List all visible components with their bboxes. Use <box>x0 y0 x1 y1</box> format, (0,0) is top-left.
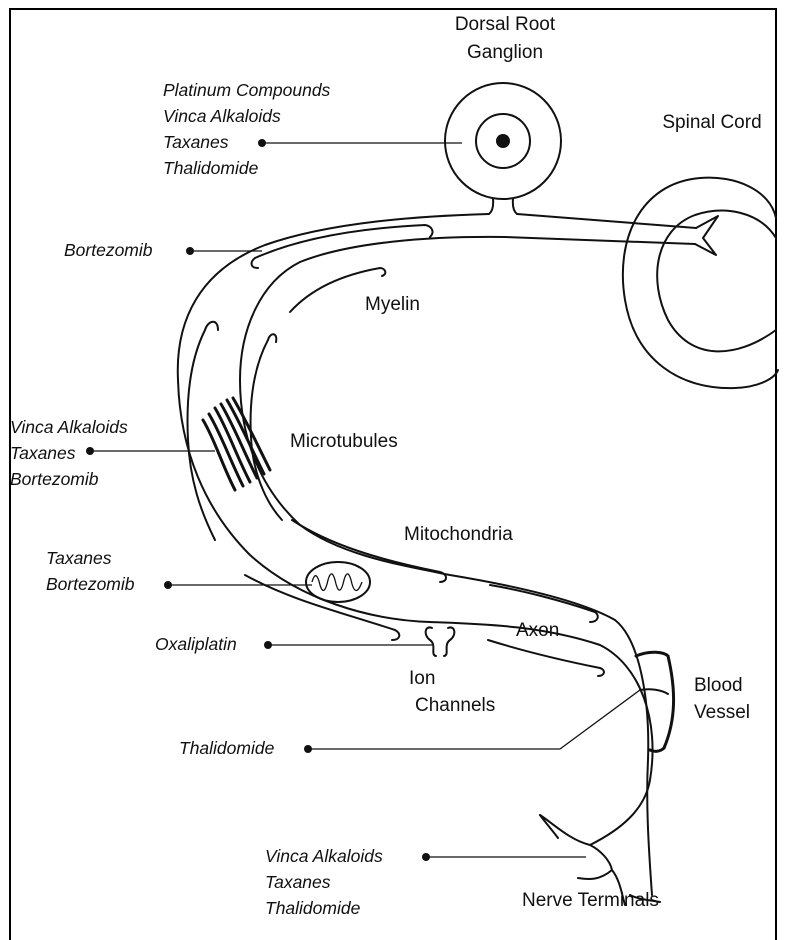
label-blood-1: Blood <box>694 675 743 696</box>
blood-vessel <box>636 652 674 751</box>
label-axon: Axon <box>516 620 559 641</box>
label-dorsal-root-1: Dorsal Root <box>455 14 556 35</box>
drugs-blood-vessel: Thalidomide <box>179 738 275 758</box>
label-spinal-cord: Spinal Cord <box>662 112 761 133</box>
drugs-microtubules: Vinca Alkaloids Taxanes Bortezomib <box>10 417 128 489</box>
label-mitochondria: Mitochondria <box>404 524 513 545</box>
drug-label: Taxanes <box>265 872 331 892</box>
drug-label: Bortezomib <box>64 240 153 260</box>
drug-label: Taxanes <box>46 548 112 568</box>
drug-label: Vinca Alkaloids <box>10 417 128 437</box>
drug-label: Thalidomide <box>179 738 275 758</box>
drugs-ion-channels: Oxaliplatin <box>155 634 237 654</box>
label-nerve-terminals: Nerve Terminals <box>522 890 659 911</box>
spinal-cord <box>623 178 778 388</box>
drug-label: Taxanes <box>163 132 229 152</box>
drug-label: Platinum Compounds <box>163 80 331 100</box>
label-ion-1: Ion <box>409 668 435 689</box>
label-dorsal-root-2: Ganglion <box>467 42 543 63</box>
drug-label: Vinca Alkaloids <box>265 846 383 866</box>
ion-channels <box>426 627 455 656</box>
microtubules <box>203 398 270 490</box>
drug-label: Bortezomib <box>10 469 99 489</box>
label-ion-2: Channels <box>415 695 495 716</box>
drug-label: Thalidomide <box>265 898 361 918</box>
drug-label: Oxaliplatin <box>155 634 237 654</box>
label-myelin: Myelin <box>365 294 420 315</box>
mitochondrion <box>306 562 370 602</box>
drug-label: Vinca Alkaloids <box>163 106 281 126</box>
dorsal-root-ganglion <box>445 83 561 214</box>
axon <box>178 214 696 905</box>
leader-lines <box>86 139 640 861</box>
drugs-mitochondria: Taxanes Bortezomib <box>46 548 135 594</box>
drugs-myelin: Bortezomib <box>64 240 153 260</box>
drug-label: Taxanes <box>10 443 76 463</box>
label-blood-2: Vessel <box>694 702 750 723</box>
label-microtubules: Microtubules <box>290 431 398 452</box>
drugs-nerve-terminals: Vinca Alkaloids Taxanes Thalidomide <box>265 846 383 918</box>
drugs-ganglion: Platinum Compounds Vinca Alkaloids Taxan… <box>163 80 331 178</box>
drug-label: Thalidomide <box>163 158 259 178</box>
drug-label: Bortezomib <box>46 574 135 594</box>
